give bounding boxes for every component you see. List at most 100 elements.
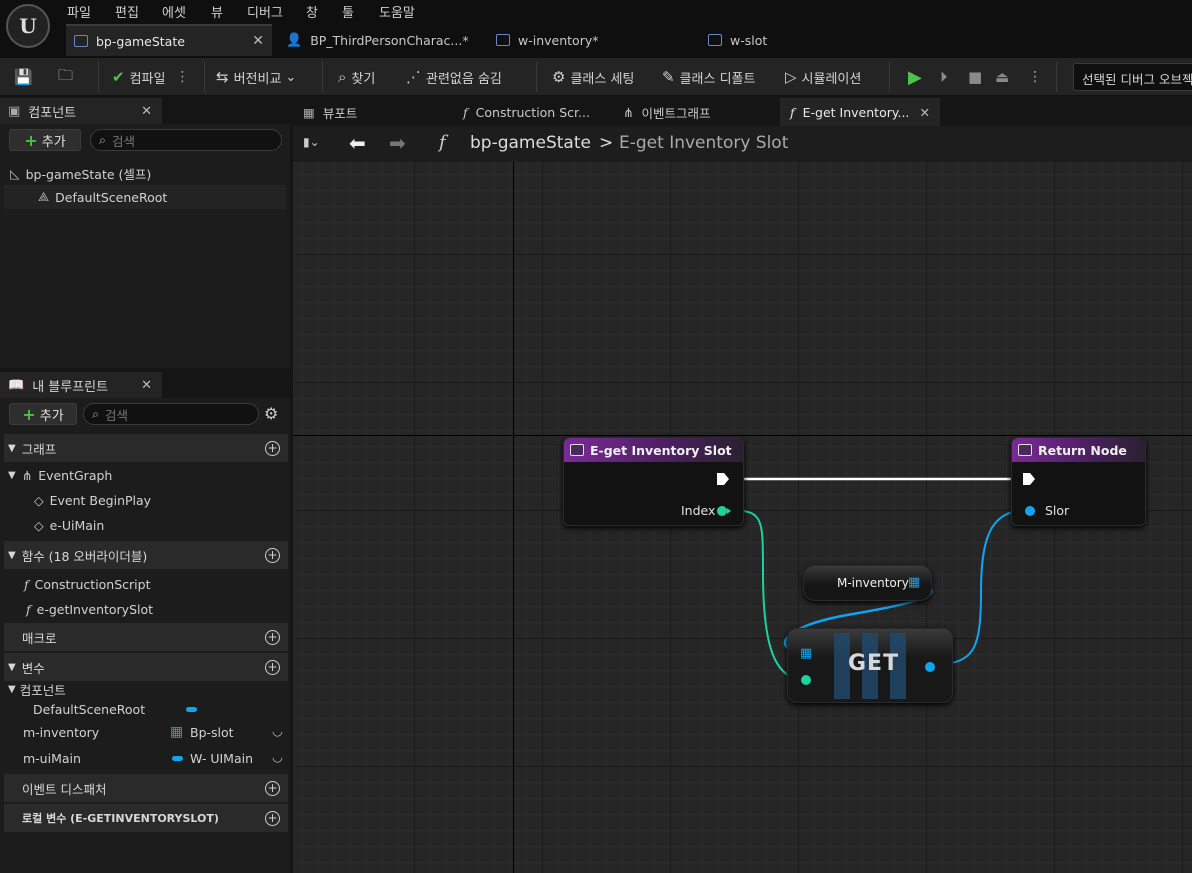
section-event-dispatchers[interactable]: 이벤트 디스패처 + <box>4 774 288 802</box>
variable-row[interactable]: m-uiMain W- UIMain ◡ <box>0 747 290 771</box>
add-variable-icon[interactable]: + <box>265 659 280 675</box>
component-icon: ▣ <box>8 103 21 119</box>
gear-icon: ⚙ <box>552 68 566 86</box>
doc-tab-w-slot[interactable]: w-slot <box>700 24 900 56</box>
simulation-button[interactable]: ▷ 시뮬레이션 <box>785 64 861 90</box>
bookmark-icon[interactable]: ▮⌄ <box>303 135 320 149</box>
object-out-pin[interactable] <box>925 662 935 672</box>
divider <box>889 62 890 92</box>
step-icon[interactable]: ⏵ <box>940 68 948 86</box>
tab-e-get-inventory[interactable]: f E-get Inventory... ✕ <box>780 98 940 126</box>
add-dispatcher-icon[interactable]: + <box>265 780 280 796</box>
add-component-button[interactable]: +추가 <box>9 129 81 151</box>
m-inventory-node[interactable]: M-inventory ▦ <box>803 565 932 601</box>
more-icon[interactable]: ⋮ <box>175 69 190 85</box>
blueprint-icon: ◺ <box>10 165 20 181</box>
eject-icon[interactable]: ⏏ <box>995 68 1010 86</box>
menu-asset[interactable]: 에셋 <box>162 6 186 21</box>
more-icon[interactable]: ⋮ <box>1028 69 1042 85</box>
section-local-variables[interactable]: 로컬 변수 (E-GETINVENTORYSLOT) + <box>4 804 288 832</box>
eye-closed-icon[interactable]: ◡ <box>272 723 283 738</box>
component-default-scene-root[interactable]: ⟁ DefaultSceneRoot <box>4 185 286 209</box>
tab-viewport[interactable]: ▦ 뷰포트 <box>293 98 443 126</box>
class-settings-button[interactable]: ⚙ 클래스 세팅 <box>552 64 634 90</box>
my-blueprint-tab[interactable]: 📖 내 블루프린트 ✕ <box>0 372 162 398</box>
components-search-input[interactable]: ⌕ 검색 <box>90 129 282 151</box>
back-arrow-icon[interactable]: ⬅ <box>349 131 366 155</box>
gear-icon[interactable]: ⚙ <box>264 404 279 423</box>
section-graphs[interactable]: ▼ 그래프 + <box>4 434 288 462</box>
menu-tools[interactable]: 툴 <box>342 6 354 21</box>
plus-icon: + <box>22 404 36 424</box>
eye-closed-icon[interactable]: ◡ <box>272 749 283 764</box>
save-button[interactable]: 💾 <box>14 64 38 90</box>
index-in-pin[interactable] <box>801 675 811 685</box>
component-self[interactable]: ◺ bp-gameState (셀프) <box>10 161 151 185</box>
add-blueprint-item-button[interactable]: +추가 <box>9 403 77 425</box>
array-in-pin-icon[interactable]: ▦ <box>800 646 813 661</box>
return-wire <box>936 509 1030 666</box>
exec-in-pin[interactable] <box>1022 472 1036 486</box>
node-title: GET <box>848 651 900 676</box>
section-functions[interactable]: ▼ 함수 (18 오버라이더블) + <box>4 541 288 569</box>
components-tab[interactable]: ▣ 컴포넌트 ✕ <box>0 98 162 124</box>
entry-node[interactable]: E-get Inventory Slot Index <box>563 437 744 526</box>
component-label: DefaultSceneRoot <box>55 189 168 205</box>
function-item-getinventoryslot[interactable]: f e-getInventorySlot <box>26 597 153 621</box>
diff-button[interactable]: ⇆ 버전비교 ⌄ <box>216 64 296 90</box>
add-graph-icon[interactable]: + <box>265 440 280 456</box>
play-icon[interactable]: ▶ <box>908 66 922 88</box>
menu-edit[interactable]: 편집 <box>115 6 139 21</box>
int-out-pin[interactable] <box>717 506 727 516</box>
graph-item-eventgraph[interactable]: ▼ ⋔ EventGraph <box>8 463 112 487</box>
array-get-node[interactable]: GET ▦ <box>787 628 953 703</box>
class-settings-label: 클래스 세팅 <box>570 71 635 87</box>
array-pin-icon[interactable]: ▦ <box>908 575 921 590</box>
tab-construction-script[interactable]: f Construction Scr... <box>453 98 603 126</box>
tab-event-graph[interactable]: ⋔ 이벤트그래프 <box>613 98 763 126</box>
stop-icon[interactable]: ■ <box>968 68 983 86</box>
menu-window[interactable]: 창 <box>306 6 318 21</box>
my-blueprint-title: 내 블루프린트 <box>32 379 109 395</box>
close-icon[interactable]: ✕ <box>141 377 152 393</box>
menu-file[interactable]: 파일 <box>67 6 91 21</box>
menu-view[interactable]: 뷰 <box>211 6 223 21</box>
forward-arrow-icon[interactable]: ➡ <box>389 131 406 155</box>
graph-canvas[interactable]: E-get Inventory Slot Index Return Node S… <box>293 162 1192 873</box>
node-header: Return Node <box>1012 438 1145 462</box>
function-item-constructionscript[interactable]: f ConstructionScript <box>24 572 151 596</box>
doc-tab-bp-gamestate[interactable]: bp-gameState ✕ <box>66 24 272 56</box>
add-local-variable-icon[interactable]: + <box>265 810 280 826</box>
variable-category-components[interactable]: ▼ 컴포넌트 <box>8 679 66 699</box>
pin-label: Index <box>681 503 716 518</box>
section-variables[interactable]: ▼ 변수 + <box>4 653 288 681</box>
add-macro-icon[interactable]: + <box>265 629 280 645</box>
graph-item-beginplay[interactable]: ◇ Event BeginPlay <box>34 488 151 512</box>
object-in-pin[interactable] <box>1025 506 1035 516</box>
doc-tab-w-inventory[interactable]: w-inventory* <box>488 24 688 56</box>
variable-row[interactable]: DefaultSceneRoot <box>0 698 290 722</box>
variable-row[interactable]: m-inventory ▦ Bp-slot ◡ <box>0 721 290 745</box>
add-function-icon[interactable]: + <box>265 547 280 563</box>
menu-help[interactable]: 도움말 <box>379 6 415 21</box>
toolbar: 💾 🗀 ✔ 컴파일 ⋮ ⇆ 버전비교 ⌄ ⌕ 찾기 ⋰ 관련없음 숨김 ⚙ 클래… <box>0 58 1192 96</box>
close-icon[interactable]: ✕ <box>141 103 152 119</box>
search-icon: ⌕ <box>92 406 100 421</box>
browse-button[interactable]: 🗀 <box>58 64 78 90</box>
blueprint-search-input[interactable]: ⌕ 검색 <box>83 403 259 425</box>
unreal-logo-icon[interactable]: U <box>6 4 50 48</box>
exec-out-pin[interactable] <box>716 472 730 486</box>
menu-debug[interactable]: 디버그 <box>247 6 283 21</box>
find-button[interactable]: ⌕ 찾기 <box>338 64 375 90</box>
compile-button[interactable]: ✔ 컴파일 ⋮ <box>112 64 189 90</box>
doc-tab-thirdperson[interactable]: 👤 BP_ThirdPersonCharac...* <box>278 24 478 56</box>
class-defaults-button[interactable]: ✎ 클래스 디폴트 <box>662 64 755 90</box>
graph-item-e-uimain[interactable]: ◇ e-UiMain <box>34 513 104 537</box>
breadcrumb-root[interactable]: bp-gameState <box>470 133 591 153</box>
debug-object-select[interactable]: 선택된 디버그 오브젝 <box>1073 63 1192 91</box>
close-icon[interactable]: ✕ <box>252 33 264 49</box>
return-node[interactable]: Return Node Slor <box>1011 437 1146 526</box>
section-macros[interactable]: 매크로 + <box>4 623 288 651</box>
close-icon[interactable]: ✕ <box>919 104 930 120</box>
hide-unrelated-button[interactable]: ⋰ 관련없음 숨김 <box>406 64 502 90</box>
